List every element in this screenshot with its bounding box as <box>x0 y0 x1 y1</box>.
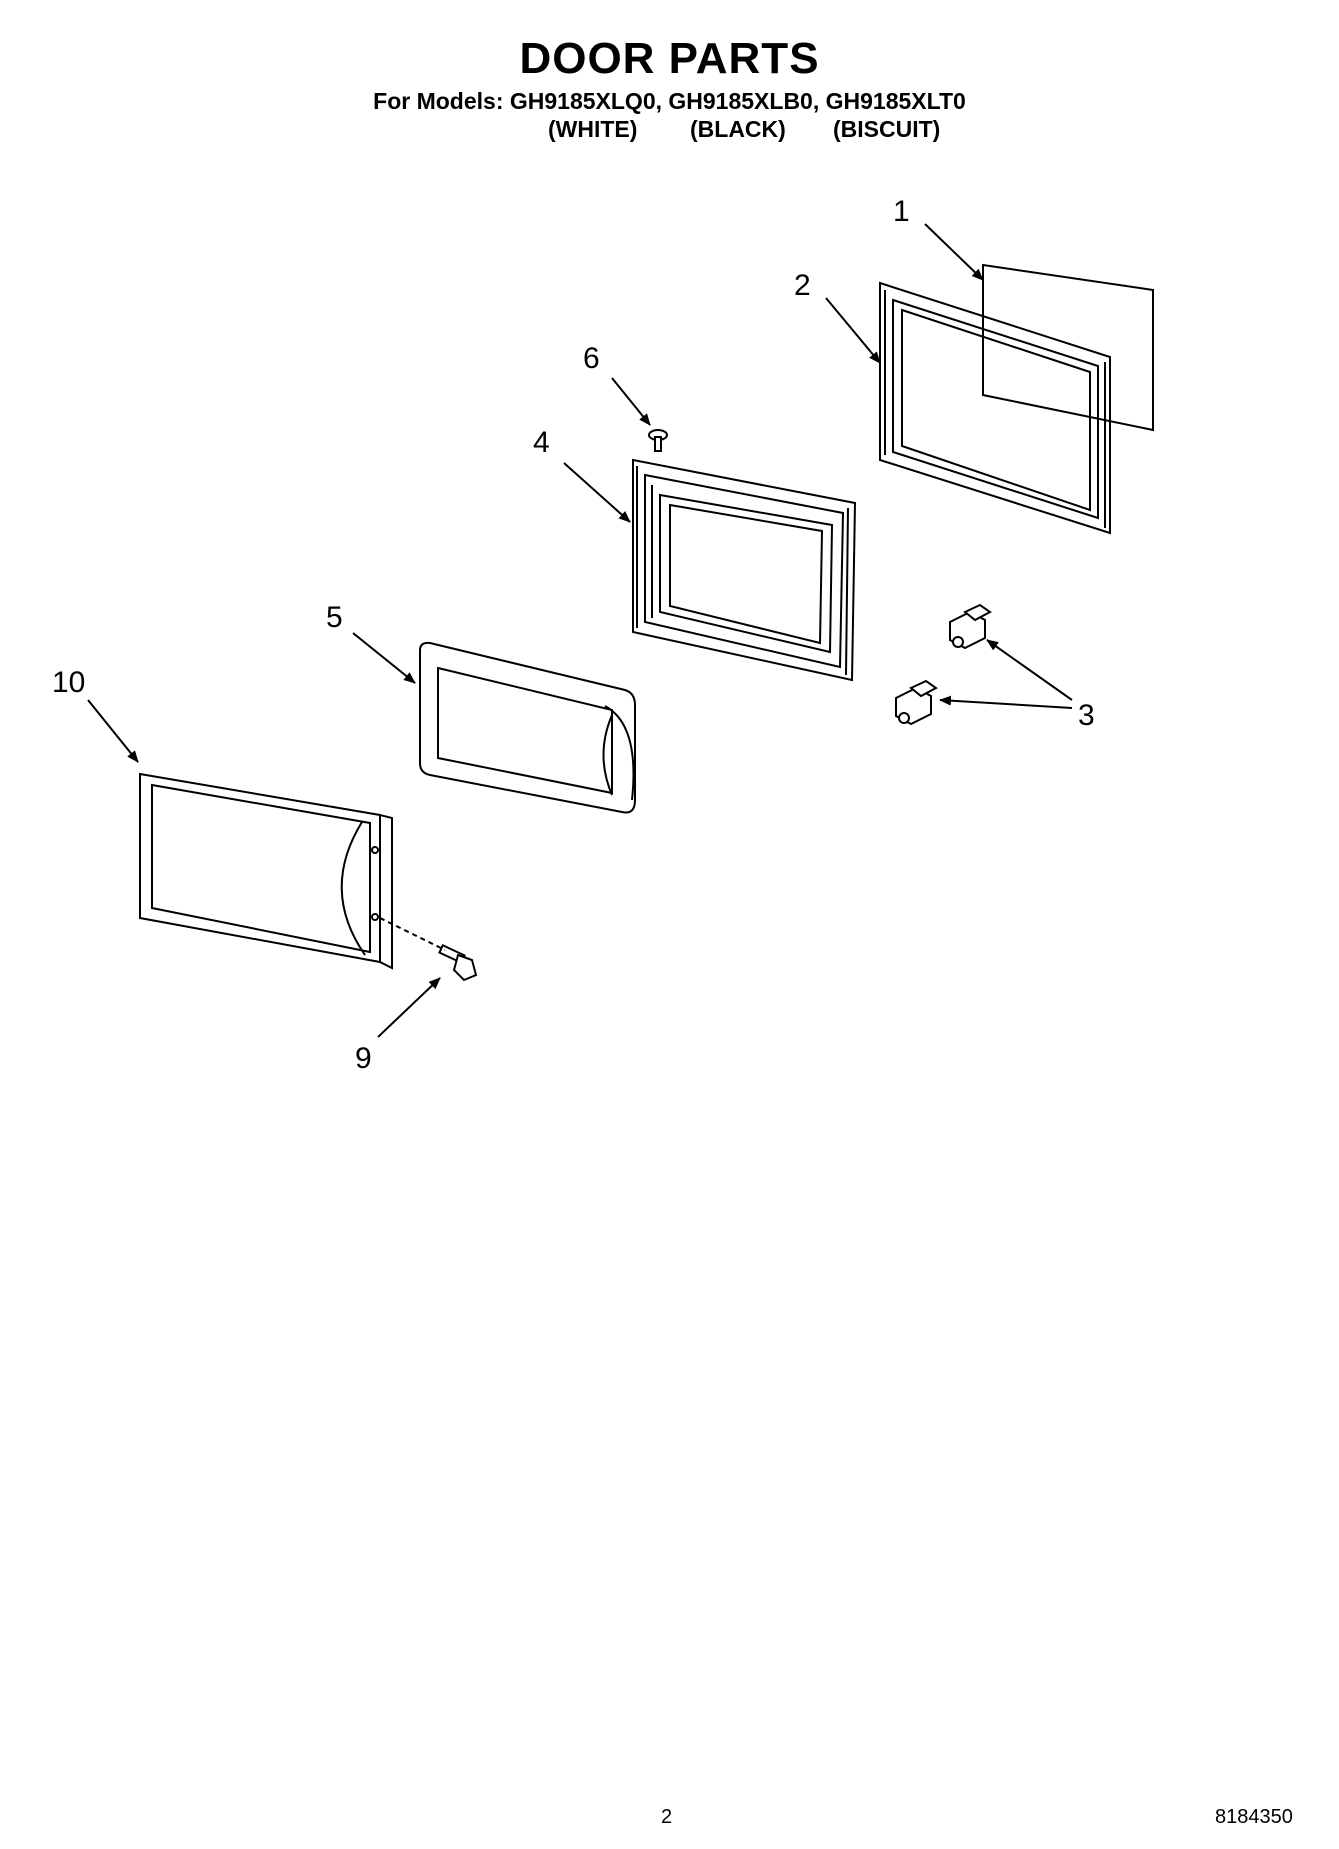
part-2-frame <box>879 281 1111 535</box>
callout-1: 1 <box>893 195 910 228</box>
callout-3: 3 <box>1078 699 1095 732</box>
callout-10: 10 <box>52 666 85 699</box>
callout-4: 4 <box>533 426 550 459</box>
callout-9: 9 <box>355 1042 372 1075</box>
page-title: DOOR PARTS <box>519 34 820 83</box>
callout-6: 6 <box>583 342 600 375</box>
color-white: (WHITE) <box>548 116 638 142</box>
color-biscuit: (BISCUIT) <box>833 116 941 142</box>
callout-5: 5 <box>326 601 343 634</box>
callout-arrows <box>87 223 1073 1038</box>
part-3-latch-lower <box>895 679 938 726</box>
part-10-outer-door <box>139 772 393 970</box>
callout-2: 2 <box>794 269 811 302</box>
part-4-inner-door <box>632 458 857 682</box>
part-9-screw <box>379 917 478 982</box>
part-3-latch-upper <box>949 603 992 650</box>
part-6-plug <box>648 429 668 452</box>
part-1-panel <box>982 263 1154 432</box>
part-5-door-cover <box>419 641 636 814</box>
page-number: 2 <box>661 1806 673 1828</box>
document-number: 8184350 <box>1215 1806 1293 1828</box>
models-line: For Models: GH9185XLQ0, GH9185XLB0, GH91… <box>373 88 966 114</box>
color-black: (BLACK) <box>690 116 786 142</box>
